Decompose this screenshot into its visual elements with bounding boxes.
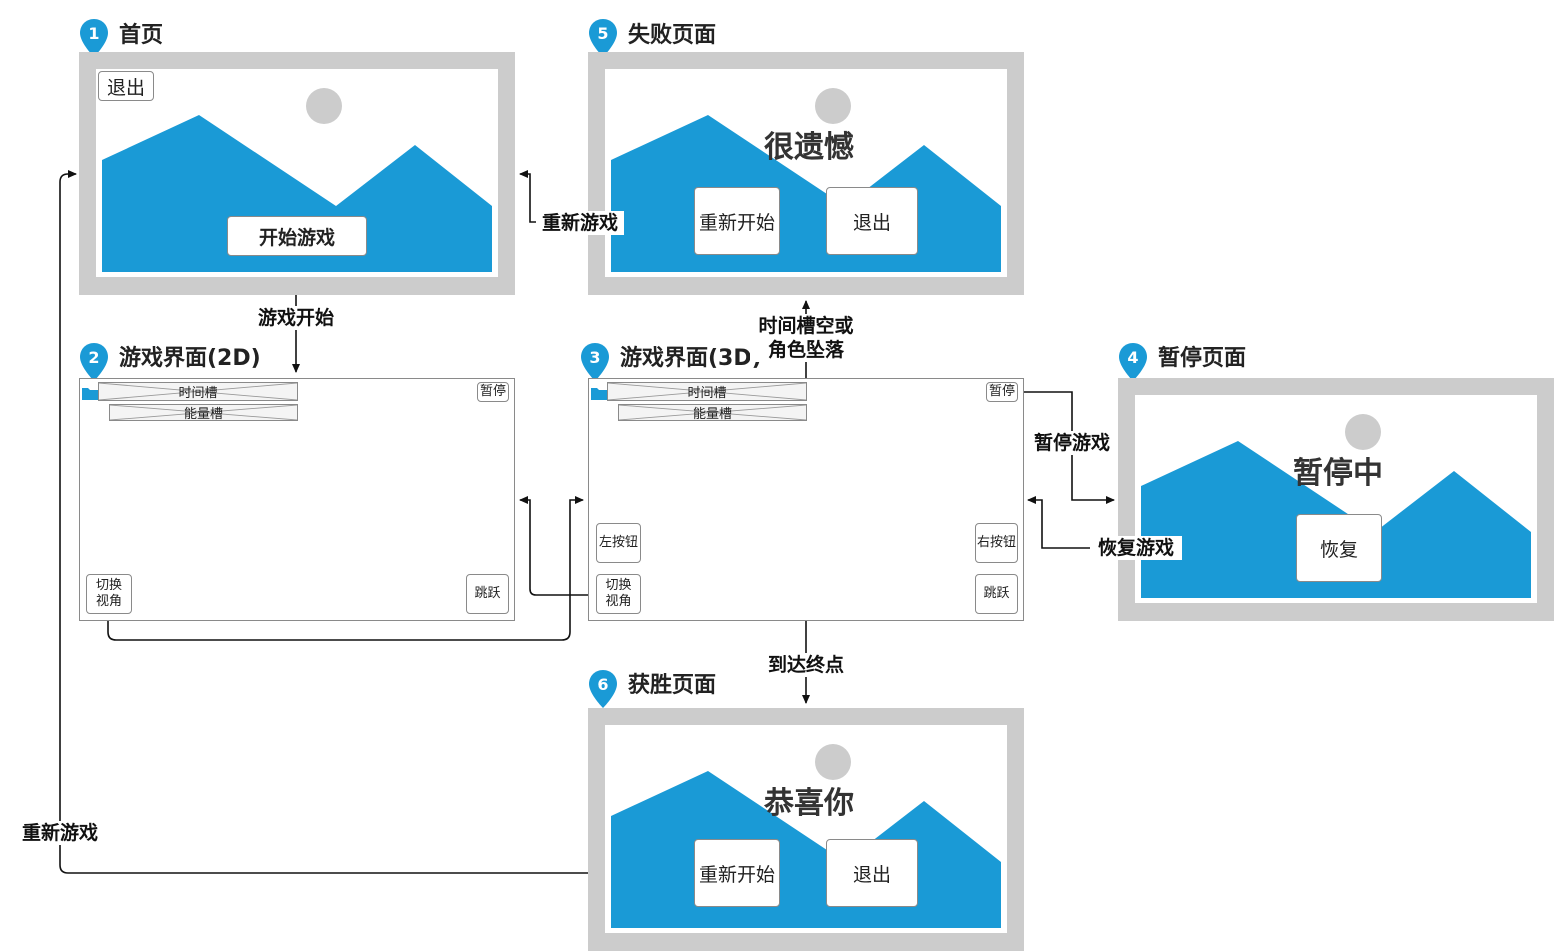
exit-button[interactable]: 退出 (826, 187, 918, 255)
screen-number: 6 (597, 675, 609, 694)
map-pin-icon (589, 670, 617, 708)
pause-button[interactable]: 暂停 (477, 382, 509, 402)
switch-view-button[interactable]: 切换 视角 (596, 574, 641, 614)
restart-button[interactable]: 重新开始 (694, 187, 780, 255)
jump-button[interactable]: 跳跃 (975, 574, 1018, 614)
flow-label-game-start: 游戏开始 (250, 306, 342, 330)
time-slot-label: 时间槽 (178, 386, 218, 401)
restart-button[interactable]: 重新开始 (694, 839, 780, 907)
screen-number: 3 (589, 348, 601, 367)
folder-icon (82, 388, 98, 400)
exit-button[interactable]: 退出 (98, 71, 154, 101)
left-button[interactable]: 左按钮 (596, 523, 641, 563)
fail-message: 很遗憾 (764, 130, 854, 165)
energy-slot-label: 能量槽 (183, 407, 223, 422)
map-pin-icon (1119, 343, 1147, 381)
page-title-fail: 失败页面 (628, 23, 717, 48)
flow-label-pause-game: 暂停游戏 (1028, 431, 1116, 455)
screen-number: 2 (88, 348, 100, 367)
resume-button[interactable]: 恢复 (1296, 514, 1382, 582)
screen-number: 1 (88, 24, 100, 43)
map-pin-icon (80, 343, 108, 381)
flow-label-win-restart: 重新游戏 (14, 821, 106, 845)
page-title-game-3d: 游戏界面(3D) (620, 346, 762, 371)
page-title-pause: 暂停页面 (1158, 346, 1247, 371)
time-slot: 时间槽 (607, 382, 807, 401)
flow-label-resume-game: 恢复游戏 (1090, 536, 1182, 560)
right-button[interactable]: 右按钮 (975, 523, 1018, 563)
page-title-home: 首页 (119, 23, 164, 48)
win-message: 恭喜你 (764, 786, 854, 821)
time-slot: 时间槽 (98, 382, 298, 401)
map-pin-icon (589, 19, 617, 57)
screen-number: 4 (1127, 348, 1139, 367)
flow-label-fail-restart: 重新游戏 (536, 211, 624, 235)
page-title-game-2d: 游戏界面(2D) (119, 346, 261, 371)
flow-label-fail-condition: 时间槽空或 角色坠落 (750, 314, 862, 362)
map-pin-icon (581, 343, 609, 381)
flow-label-reach-goal: 到达终点 (760, 653, 852, 677)
pause-message: 暂停中 (1293, 456, 1383, 491)
connector-3d-to-2d (519, 496, 596, 596)
connector-2d-to-3d (107, 496, 584, 641)
start-game-button[interactable]: 开始游戏 (227, 216, 367, 256)
pause-button[interactable]: 暂停 (986, 382, 1018, 402)
energy-slot-label: 能量槽 (692, 407, 732, 422)
mountain-image-icon (611, 744, 1001, 928)
screen-number: 5 (597, 24, 609, 43)
energy-slot: 能量槽 (109, 404, 298, 422)
mountain-image-icon (611, 88, 1001, 272)
time-slot-label: 时间槽 (687, 386, 727, 401)
page-title-win: 获胜页面 (628, 673, 717, 698)
switch-view-button[interactable]: 切换 视角 (86, 574, 132, 614)
folder-icon (591, 388, 607, 400)
jump-button[interactable]: 跳跃 (466, 574, 509, 614)
mountain-image-icon (102, 88, 492, 272)
map-pin-icon (80, 19, 108, 57)
connector-win-restart (59, 170, 695, 874)
exit-button[interactable]: 退出 (826, 839, 918, 907)
energy-slot: 能量槽 (618, 404, 807, 422)
